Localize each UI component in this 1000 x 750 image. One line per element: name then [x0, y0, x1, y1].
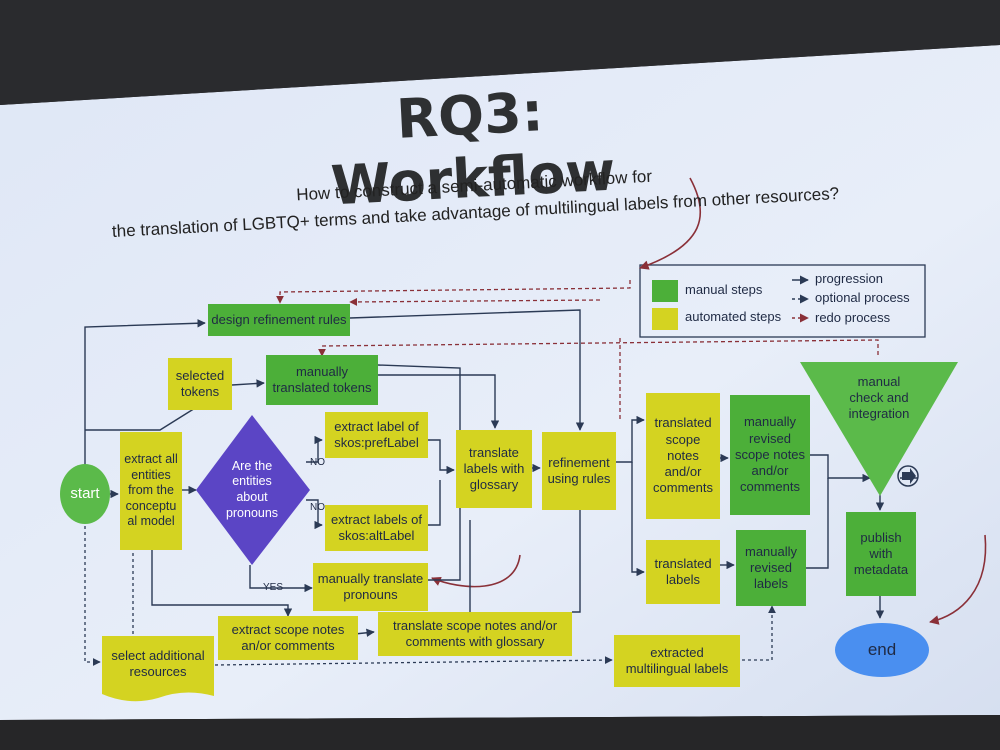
- edge-refinement-to-labels: [631, 462, 645, 577]
- end-label: end: [867, 640, 897, 660]
- extract-scope-notes-box: [218, 616, 358, 660]
- extract-altlabel-label: extract labels of skos:altLabel: [330, 511, 423, 543]
- legend-progression-label: progression: [815, 271, 883, 286]
- edge-altlabel-to-translate: [428, 480, 441, 526]
- publish-with-metadata-label: publish with metadata: [853, 529, 909, 578]
- legend-optional-label: optional process: [815, 290, 910, 305]
- legend-box: [639, 264, 926, 338]
- slide-top-shadow: [0, 0, 1000, 105]
- manual-check-label: manual check and integration: [848, 373, 910, 422]
- extract-preflabel-box: [325, 412, 428, 458]
- edge-translatescope-to-refinement: [572, 491, 585, 613]
- redo-line-top-1: [276, 280, 631, 304]
- outbound-arrow-icon: [897, 465, 919, 487]
- extract-scope-notes-label: extract scope notes an/or comments: [231, 621, 345, 653]
- translate-with-glossary-label: translate labels with glossary: [463, 444, 525, 493]
- edge-design-to-refinement: [349, 309, 585, 431]
- manually-translated-tokens-box: [266, 355, 378, 405]
- legend-swatch-automated: [652, 308, 678, 330]
- annotation-curve-end: [929, 534, 987, 625]
- refinement-using-rules-label: refinement using rules: [547, 454, 611, 486]
- legend-redo-label: redo process: [815, 310, 891, 325]
- optional-start-down: [84, 520, 101, 666]
- edge-selected-to-manual: [231, 379, 265, 388]
- translate-with-glossary-box: [456, 430, 532, 508]
- edge-start-to-selected: [85, 404, 201, 431]
- extract-all-entities-label: extract all entities from the conceptu a…: [124, 451, 178, 529]
- edge-revisedlabels-to-check: [806, 478, 829, 569]
- extract-altlabel-box: [325, 505, 428, 551]
- translated-scope-notes-label: translated scope notes and/or comments: [653, 415, 713, 496]
- pronoun-question-diamond: [196, 415, 310, 565]
- select-additional-resources-shape: [102, 636, 214, 702]
- selected-tokens-label: selected tokens: [175, 367, 225, 399]
- legend-manual-label: manual steps: [685, 282, 763, 297]
- optional-select-to-extracted: [214, 656, 613, 666]
- translated-scope-notes-box: [646, 393, 720, 519]
- select-additional-resources-label: select additional resources: [111, 647, 205, 679]
- edge-preflabel-to-translate: [428, 439, 455, 475]
- edge-refinement-to-branch: [616, 415, 645, 463]
- edge-revisedscope-to-check: [810, 454, 871, 483]
- extract-preflabel-label: extract label of skos:prefLabel: [334, 418, 419, 450]
- edge-label-no-bottom: NO: [310, 502, 325, 513]
- edge-label-yes: YES: [263, 582, 284, 593]
- extracted-multilingual-labels-label: extracted multilingual labels: [625, 644, 729, 676]
- design-refinement-rules-label: design refinement rules: [211, 311, 347, 327]
- legend-automated-label: automated steps: [685, 309, 782, 324]
- edge-question-to-preflabel: [306, 435, 323, 463]
- manually-revised-scope-notes-box: [730, 395, 810, 515]
- redo-line-top-3: [318, 339, 879, 357]
- slide-bottom-shadow: [0, 715, 1000, 750]
- manually-revised-scope-notes-label: manually revised scope notes and/or comm…: [734, 414, 806, 495]
- start-label: start: [70, 484, 100, 502]
- end-node-shape: [835, 623, 929, 677]
- annotation-curve-middle: [431, 554, 521, 588]
- manually-revised-labels-box: [736, 530, 806, 606]
- extract-all-entities-box: [120, 432, 182, 550]
- manually-translate-pronouns-label: manually translate pronouns: [317, 570, 424, 602]
- edge-manual-to-translate: [378, 374, 500, 429]
- refinement-using-rules-box: [542, 432, 616, 510]
- translate-scope-notes-box: [378, 612, 572, 656]
- manual-check-triangle: [800, 362, 958, 496]
- legend-swatch-manual: [652, 280, 678, 302]
- edge-extract-to-scopenotes: [151, 540, 293, 617]
- start-node-shape: [60, 464, 110, 524]
- annotation-curve-top: [639, 177, 702, 270]
- edge-question-to-pronouns: [249, 565, 313, 593]
- manually-translated-tokens-label: manually translated tokens: [272, 363, 372, 395]
- extracted-multilingual-labels-box: [614, 635, 740, 687]
- edge-question-to-altlabel: [306, 499, 323, 530]
- translated-labels-box: [646, 540, 720, 604]
- design-refinement-rules-box: [208, 304, 350, 336]
- publish-with-metadata-box: [846, 512, 916, 596]
- manually-revised-labels-label: manually revised labels: [744, 543, 798, 592]
- optional-extracted-to-revised: [742, 605, 776, 661]
- pronoun-question-label: Are the entities about pronouns: [225, 458, 279, 520]
- translate-scope-notes-label: translate scope notes and/or comments wi…: [392, 617, 558, 649]
- translated-labels-label: translated labels: [654, 555, 712, 587]
- manually-translate-pronouns-box: [313, 563, 428, 611]
- edge-start-to-design: [84, 319, 206, 470]
- edge-label-no-top: NO: [310, 457, 325, 468]
- selected-tokens-box: [168, 358, 232, 410]
